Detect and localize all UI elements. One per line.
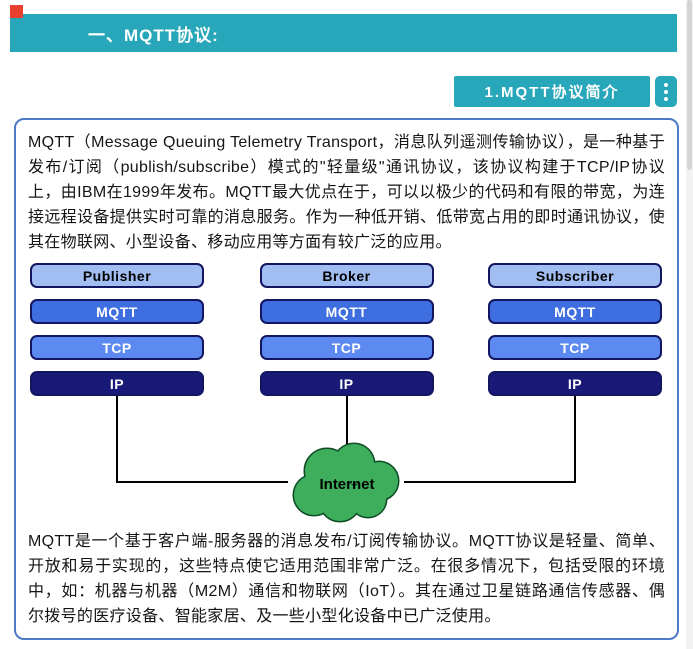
summary-paragraph: MQTT是一个基于客户端-服务器的消息发布/订阅传输协议。MQTT协议是轻量、简… <box>28 533 665 625</box>
section-title: 1.MQTT协议简介 <box>484 84 620 101</box>
page-banner: 一、MQTT协议: <box>10 14 677 52</box>
subscriber-box: Subscriber <box>488 263 662 288</box>
tcp-layer-box: TCP <box>259 335 434 360</box>
connector-line <box>116 481 288 483</box>
ellipsis-dot-icon <box>664 82 668 87</box>
ellipsis-dot-icon <box>664 89 668 94</box>
publisher-stack: Publisher MQTT TCP IP <box>30 263 204 396</box>
intro-paragraph: MQTT（Message Queuing Telemetry Transport… <box>28 134 665 251</box>
publisher-box: Publisher <box>30 263 204 288</box>
connector-line <box>404 481 576 483</box>
broker-stack: Broker MQTT TCP IP <box>259 263 434 396</box>
more-menu-button[interactable] <box>655 76 677 107</box>
ip-layer-box: IP <box>259 371 434 396</box>
tcp-layer-box: TCP <box>488 335 662 360</box>
ellipsis-dot-icon <box>664 96 668 101</box>
broker-box: Broker <box>259 263 434 288</box>
mqtt-layer-box: MQTT <box>259 299 434 324</box>
scrollbar-thumb[interactable] <box>687 0 692 170</box>
content-panel: MQTT（Message Queuing Telemetry Transport… <box>14 118 679 640</box>
internet-cloud: Internet <box>282 437 412 529</box>
tcp-layer-box: TCP <box>30 335 204 360</box>
section-tab: 1.MQTT协议简介 <box>454 76 650 107</box>
protocol-stack-diagram: Publisher MQTT TCP IP Broker MQTT TCP IP… <box>28 257 665 525</box>
cloud-label: Internet <box>319 476 374 493</box>
subscriber-stack: Subscriber MQTT TCP IP <box>488 263 662 396</box>
page-title: 一、MQTT协议: <box>88 25 219 45</box>
connector-line <box>116 396 118 483</box>
red-accent-square <box>10 5 23 18</box>
mqtt-layer-box: MQTT <box>488 299 662 324</box>
connector-line <box>574 396 576 483</box>
ip-layer-box: IP <box>30 371 204 396</box>
mqtt-layer-box: MQTT <box>30 299 204 324</box>
cloud-icon: Internet <box>292 442 399 523</box>
connector-line <box>345 396 348 444</box>
scrollbar-track[interactable] <box>686 0 693 649</box>
ip-layer-box: IP <box>488 371 662 396</box>
